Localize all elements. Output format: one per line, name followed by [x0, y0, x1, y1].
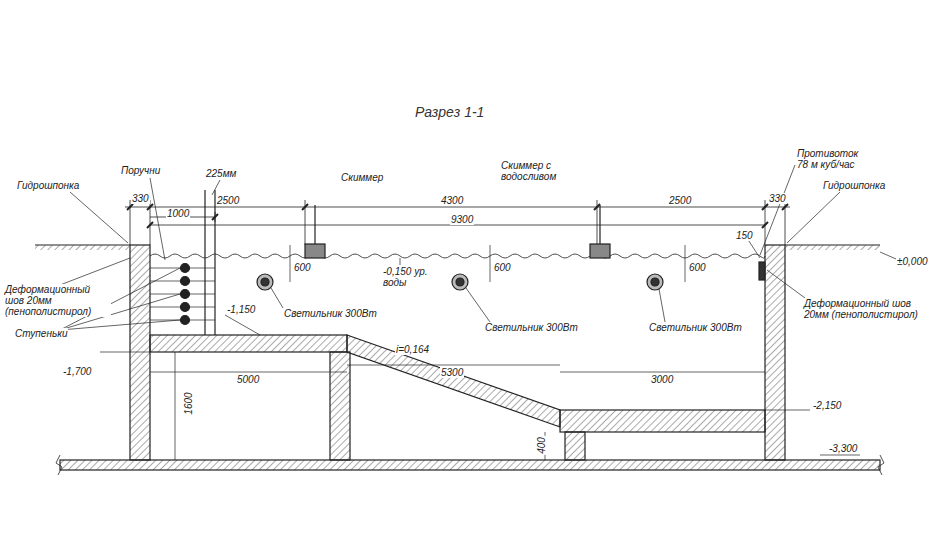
level-mark: -1,150 [226, 304, 256, 315]
note-label: Гидрошпонка [822, 180, 886, 191]
note-label: Деформационный шов 20мм (пенополистирол) [803, 298, 930, 320]
dimension: 600 [688, 262, 707, 273]
level-mark: -1,700 [62, 366, 92, 377]
dimension: 4300 [440, 195, 464, 206]
dimension: 330 [131, 193, 150, 204]
note-label: Светильник 300Вт [484, 322, 579, 333]
dimension: 3000 [650, 374, 674, 385]
slope-mark: i=0,164 [395, 344, 430, 355]
dimension: 9300 [450, 214, 474, 225]
dimension: 2500 [668, 195, 692, 206]
dimension: 1000 [166, 208, 190, 219]
dimension: 600 [293, 262, 312, 273]
level-mark: -2,150 [812, 400, 842, 411]
dimension: 1600 [183, 391, 194, 415]
drawing-title: Разрез 1-1 [415, 104, 484, 120]
dimension: 225мм [205, 168, 237, 179]
note-label: Противоток 78 м куб/час [796, 148, 868, 170]
dimension: 400 [536, 436, 547, 455]
level-mark: ±0,000 [896, 256, 929, 267]
note-label: Ступеньки [14, 328, 68, 339]
note-label: Деформационный шов 20мм (пенополистирол) [4, 284, 111, 317]
note-label: Светильник 300Вт [648, 322, 743, 333]
level-mark: -0,150 ур. воды [382, 266, 434, 288]
note-label: Скиммер [340, 172, 384, 183]
dimension: 330 [768, 193, 787, 204]
dimension: 5000 [236, 374, 260, 385]
note-label: Гидрошпонка [16, 180, 80, 191]
note-label: Поручни [120, 165, 161, 176]
level-mark: -3,300 [828, 443, 858, 454]
note-label: Светильник 300Вт [283, 308, 378, 319]
dimension: 5300 [440, 367, 464, 378]
dimension: 150 [735, 230, 754, 241]
note-label: Скиммер с водосливом [500, 160, 597, 182]
dimension: 2500 [216, 195, 240, 206]
dimension: 600 [493, 262, 512, 273]
